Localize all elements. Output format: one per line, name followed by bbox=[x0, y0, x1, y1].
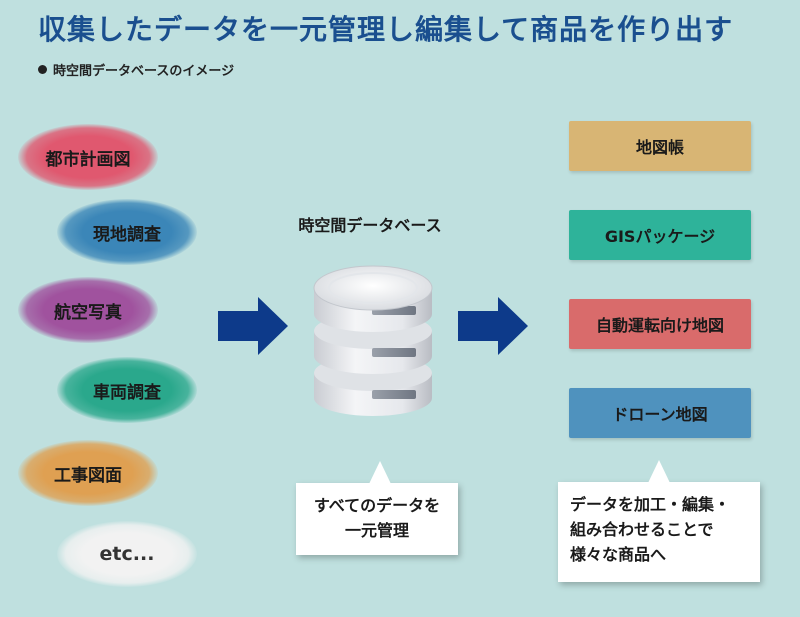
product-gis-package: GISパッケージ bbox=[569, 210, 751, 260]
source-field-survey: 現地調査 bbox=[57, 199, 197, 265]
source-label: 現地調査 bbox=[93, 224, 161, 245]
source-label: 都市計画図 bbox=[45, 149, 131, 170]
database-label: 時空間データベース bbox=[298, 216, 442, 235]
source-label: etc... bbox=[99, 543, 155, 565]
product-autonomous-driving-map: 自動運転向け地図 bbox=[569, 299, 751, 349]
product-label: 地図帳 bbox=[635, 138, 684, 157]
callout-centralized-management: すべてのデータを 一元管理 bbox=[296, 461, 458, 555]
source-vehicle-survey: 車両調査 bbox=[57, 357, 197, 423]
arrow-right-icon bbox=[458, 297, 528, 355]
subtitle-text: 時空間データベースのイメージ bbox=[53, 64, 235, 79]
callout-line: すべてのデータを bbox=[313, 496, 441, 515]
bullet-icon bbox=[38, 65, 47, 74]
product-label: ドローン地図 bbox=[612, 405, 708, 424]
source-construction-drawing: 工事図面 bbox=[18, 440, 158, 506]
arrow-shape bbox=[218, 297, 288, 355]
database-icon bbox=[313, 265, 433, 416]
product-label: GISパッケージ bbox=[604, 227, 716, 246]
callout-line: 組み合わせることで bbox=[570, 520, 714, 539]
source-label: 工事図面 bbox=[54, 465, 122, 486]
arrow-right-icon bbox=[218, 297, 288, 355]
source-aerial-photo: 航空写真 bbox=[18, 277, 158, 343]
arrow-shape bbox=[458, 297, 528, 355]
callout-products: データを加工・編集・ 組み合わせることで 様々な商品へ bbox=[558, 460, 760, 582]
product-drone-map: ドローン地図 bbox=[569, 388, 751, 438]
source-label: 航空写真 bbox=[54, 302, 122, 323]
page-title: 収集したデータを一元管理し編集して商品を作り出す bbox=[38, 13, 734, 46]
callout-line: データを加工・編集・ bbox=[570, 495, 731, 514]
source-etc: etc... bbox=[57, 521, 197, 587]
product-label: 自動運転向け地図 bbox=[595, 316, 724, 335]
source-urban-planning-map: 都市計画図 bbox=[18, 124, 158, 190]
callout-line: 一元管理 bbox=[344, 521, 409, 540]
subtitle: 時空間データベースのイメージ bbox=[38, 60, 234, 79]
callout-line: 様々な商品へ bbox=[570, 545, 667, 564]
product-atlas: 地図帳 bbox=[569, 121, 751, 171]
source-label: 車両調査 bbox=[93, 382, 161, 403]
